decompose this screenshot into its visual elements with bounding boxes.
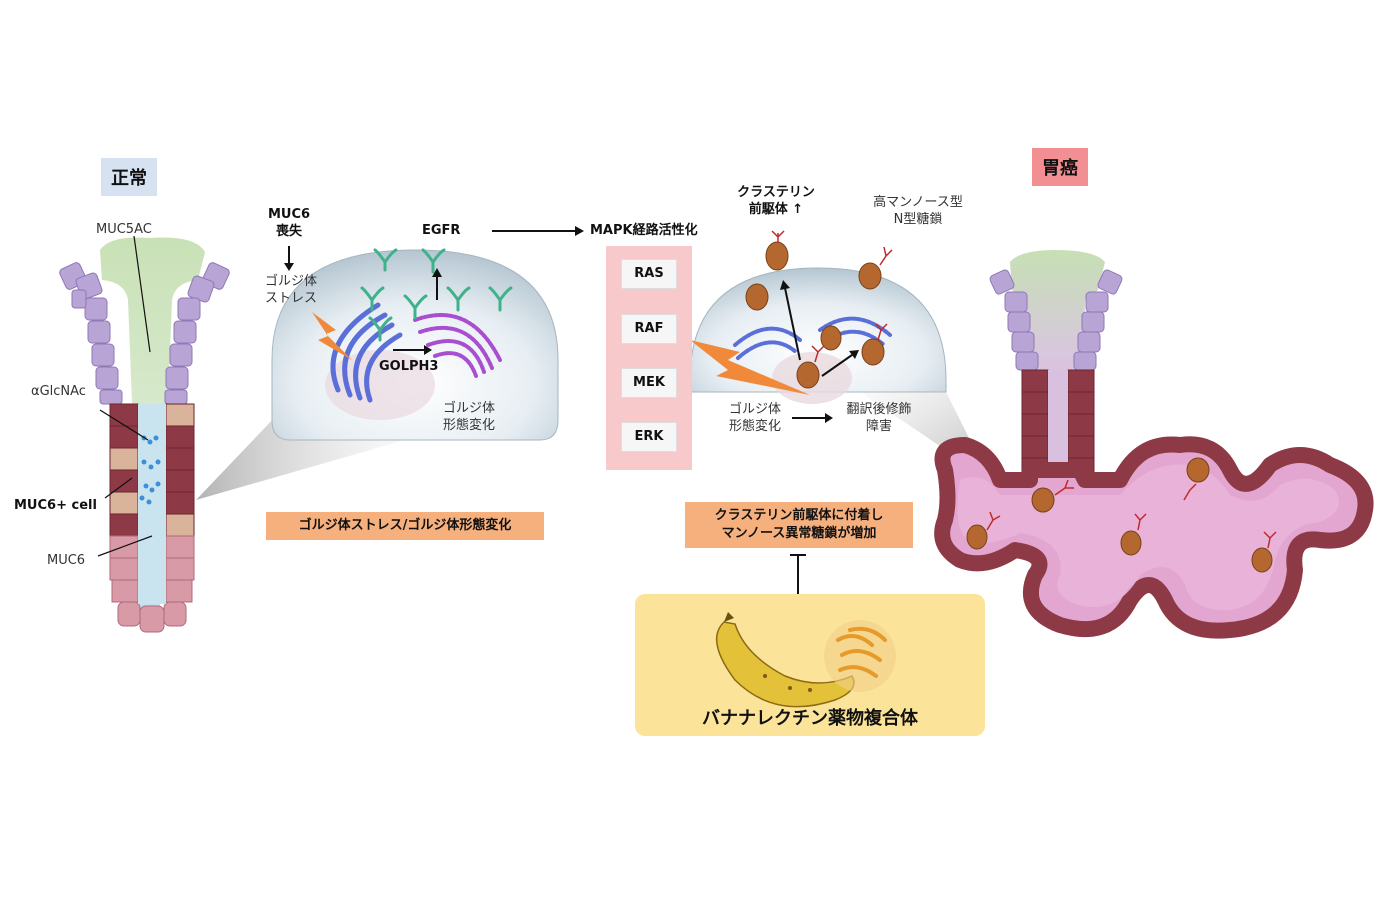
muc5ac-pointer xyxy=(133,235,151,353)
golgi-morph2-line1: ゴルジ体 xyxy=(728,402,781,417)
aglcnac-pointer xyxy=(99,409,149,441)
cell-golgi-stress xyxy=(271,248,559,441)
clusterin-proteins xyxy=(745,241,885,389)
golgi-stress-line1: ゴルジ体 xyxy=(264,274,317,289)
muc6-loss-line1: MUC6 xyxy=(267,207,311,222)
label-golph3: GOLPH3 xyxy=(379,359,439,374)
golgi-blue-stack xyxy=(330,302,403,403)
ptm-line2: 障害 xyxy=(865,419,892,434)
label-muc6-loss: MUC6 喪失 xyxy=(266,206,312,240)
normal-purple-cells-right xyxy=(164,262,230,405)
glycan-chains xyxy=(771,230,893,363)
golgi-fragmented xyxy=(413,313,502,378)
stress-bolt-left xyxy=(312,312,352,360)
normal-tag: 正常 xyxy=(101,158,157,196)
label-golgi-morph: ゴルジ体 形態変化 xyxy=(433,400,505,434)
normal-purple-cells-left xyxy=(59,262,123,405)
normal-maroon-cells xyxy=(109,403,195,537)
arrow-clusterin-up xyxy=(784,287,801,361)
cancer-glycans xyxy=(986,479,1277,549)
label-muc6: MUC6 xyxy=(47,553,86,568)
clusterin-line1: クラステリン xyxy=(737,185,815,200)
mapk-step-ras: RAS xyxy=(621,259,677,289)
golgi-morph2-line2: 形態変化 xyxy=(728,419,781,434)
high-mannose-line2: N型糖鎖 xyxy=(893,212,943,227)
mapk-step-erk: ERK xyxy=(621,422,677,452)
golgi-morph-line2: 形態変化 xyxy=(442,418,495,433)
ptm-line1: 翻訳後修飾 xyxy=(846,402,912,417)
stress-bolt-right xyxy=(690,340,810,395)
clusterin-box: クラステリン前駆体に付着し マンノース異常糖鎖が増加 xyxy=(685,502,913,548)
egfr-receptors xyxy=(360,248,513,342)
label-golgi-morph-2: ゴルジ体 形態変化 xyxy=(720,401,790,435)
label-muc5ac: MUC5AC xyxy=(96,222,152,237)
cancer-clusterin xyxy=(966,457,1273,573)
clusterin-box-line1: クラステリン前駆体に付着し xyxy=(714,508,884,523)
golgi-morph-line1: ゴルジ体 xyxy=(442,401,495,416)
clusterin-box-line2: マンノース異常糖鎖が増加 xyxy=(721,526,877,541)
clusterin-line2: 前駆体 ↑ xyxy=(748,202,804,217)
label-ptm: 翻訳後修飾 障害 xyxy=(838,401,920,435)
cell-clusterin xyxy=(689,230,947,404)
label-egfr: EGFR xyxy=(422,223,461,238)
label-banana-lectin: バナナレクチン薬物複合体 xyxy=(702,708,918,729)
muc6cell-pointer xyxy=(104,477,133,499)
mapk-step-raf: RAF xyxy=(621,314,677,344)
cancer-gland xyxy=(934,250,1374,639)
label-golgi-stress: ゴルジ体 ストレス xyxy=(258,273,324,307)
mapk-step-mek: MEK xyxy=(621,368,677,398)
cancer-tag: 胃癌 xyxy=(1032,148,1088,186)
label-mapk: MAPK経路活性化 xyxy=(590,223,698,238)
label-clusterin: クラステリン 前駆体 ↑ xyxy=(724,184,828,218)
muc6-pointer xyxy=(97,535,153,557)
golgi-stress-box: ゴルジ体ストレス/ゴルジ体形態変化 xyxy=(266,512,544,540)
muc6-loss-line2: 喪失 xyxy=(275,224,302,239)
golgi-stress-line2: ストレス xyxy=(264,291,317,306)
label-aglcnac: αGlcNAc xyxy=(31,384,86,399)
high-mannose-line1: 高マンノース型 xyxy=(873,195,963,210)
label-muc6-cell: MUC6+ cell xyxy=(14,498,97,513)
normal-gland xyxy=(59,235,230,633)
arrow-clusterin-golgi xyxy=(821,354,853,377)
label-high-mannose: 高マンノース型 N型糖鎖 xyxy=(862,194,974,228)
